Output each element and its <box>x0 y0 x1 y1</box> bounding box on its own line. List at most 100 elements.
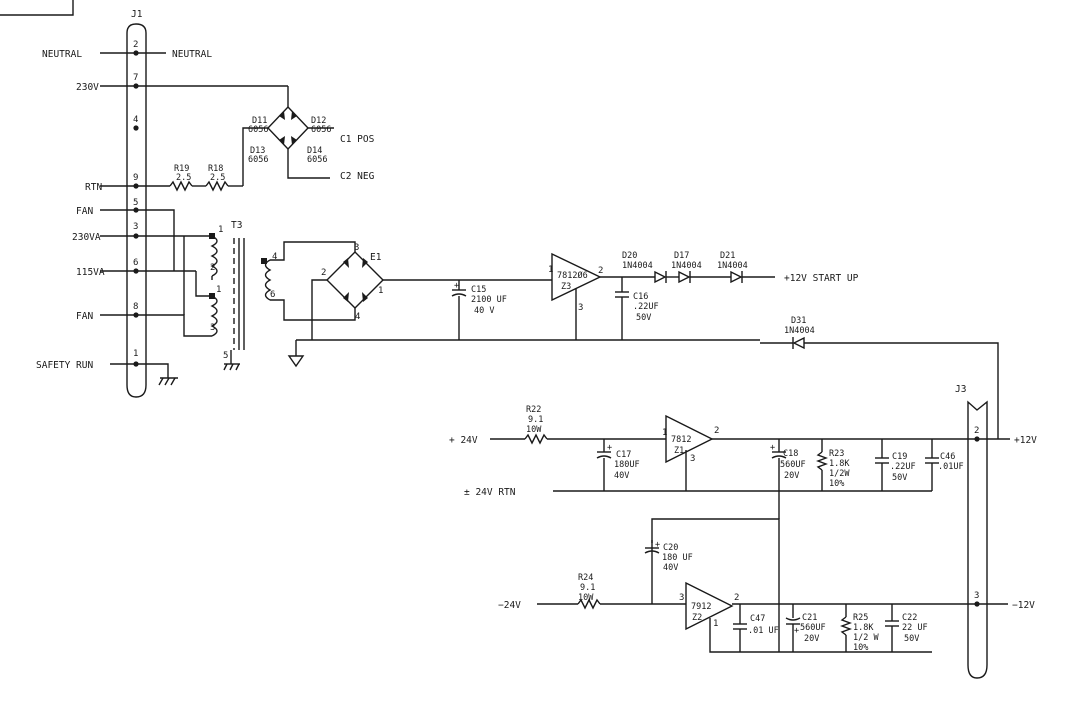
j1-pin-number: 9 <box>133 173 138 183</box>
diode-icon <box>792 336 805 350</box>
e1-label: E1 <box>370 252 382 263</box>
r23-watt: 1/2W <box>829 469 850 479</box>
signal-start-up: +12V START UP <box>784 273 859 284</box>
c22-voltage: 50V <box>904 634 919 644</box>
j1-body <box>126 23 147 398</box>
j1-pin-number: 5 <box>133 198 138 208</box>
c18-ref: C18 <box>783 449 798 459</box>
svg-text:+: + <box>770 443 775 453</box>
r19-ref: R19 <box>174 164 189 174</box>
d11-value: 6056 <box>248 125 268 135</box>
r18-ref: R18 <box>208 164 223 174</box>
r23-tolerance: 10% <box>829 479 844 489</box>
svg-text:2: 2 <box>734 593 739 603</box>
diode-icon <box>343 258 349 268</box>
resistor-icon <box>816 451 828 471</box>
diode-icon <box>362 292 368 302</box>
diode-icon <box>291 136 297 145</box>
z3-ref: Z3 <box>561 282 571 292</box>
c47-value: .01 UF <box>748 626 779 636</box>
capacitor-c16: C16 .22UF 50V <box>615 277 659 340</box>
t3-label: T3 <box>231 220 242 231</box>
svg-text:1: 1 <box>218 225 223 235</box>
z1-ref: Z1 <box>674 446 684 456</box>
svg-text:+: + <box>794 626 799 636</box>
svg-text:1: 1 <box>378 286 383 296</box>
diode-icon <box>362 258 368 268</box>
signal-safety-run: SAFETY RUN <box>36 360 93 371</box>
r25-watt: 1/2 W <box>853 633 879 643</box>
r19-value: 2.5 <box>176 173 191 183</box>
svg-text:+: + <box>655 540 660 550</box>
c19-voltage: 50V <box>892 473 907 483</box>
c19-value: .22UF <box>890 462 916 472</box>
d31-ref: D31 <box>791 316 806 326</box>
c22-value: 22 UF <box>902 623 928 633</box>
diode-d31: D31 1N4004 <box>760 316 999 439</box>
diode-icon <box>279 111 285 120</box>
d11-ref: D11 <box>252 116 267 126</box>
d17-ref: D17 <box>674 251 689 261</box>
svg-text:+: + <box>454 281 459 291</box>
svg-text:5: 5 <box>223 351 228 361</box>
title-box-corner <box>0 0 74 16</box>
secondary-coil <box>264 259 272 301</box>
bridge-d11-d14: C1 POS C2 NEG D11 6056 D12 6056 D13 6056… <box>136 85 375 186</box>
signal-fan-2: FAN <box>76 311 93 322</box>
diode-icon <box>678 270 691 284</box>
svg-text:3: 3 <box>679 593 684 603</box>
svg-text:4: 4 <box>272 252 277 262</box>
diode-icon <box>343 292 349 302</box>
z2-part: 7912 <box>691 602 711 612</box>
c16-value: .22UF <box>633 302 659 312</box>
j3-pin-number: 2 <box>974 426 979 436</box>
bridge-e1: 3 2 4 1 E1 <box>270 241 384 340</box>
svg-text:3: 3 <box>690 454 695 464</box>
r23-value: 1.8K <box>829 459 850 469</box>
svg-text:2: 2 <box>714 426 719 436</box>
resistor-icon <box>524 433 548 445</box>
diode-icon <box>291 111 297 120</box>
resistor-icon <box>205 180 229 192</box>
j1-pin-number: 8 <box>133 302 138 312</box>
c17-voltage: 40V <box>614 471 629 481</box>
c18-voltage: 20V <box>784 471 799 481</box>
d20-value: 1N4004 <box>622 261 653 271</box>
svg-text:3: 3 <box>354 243 359 253</box>
r24-watt: 10W <box>578 593 594 603</box>
r18-value: 2.5 <box>210 173 225 183</box>
c20-ref: C20 <box>663 543 678 553</box>
svg-text:3: 3 <box>578 303 583 313</box>
svg-text:1: 1 <box>713 619 718 629</box>
signal-230v: 230V <box>76 82 99 93</box>
svg-text:3: 3 <box>210 323 215 333</box>
signal-115va: 115VA <box>76 267 105 278</box>
diode-icon <box>279 136 285 145</box>
j3-label: J3 <box>955 384 966 395</box>
signal-c2-neg: C2 NEG <box>340 171 375 182</box>
signal-minus-12v-out: −12V <box>1012 600 1035 611</box>
svg-text:4: 4 <box>355 312 360 322</box>
j3-pin-number: 3 <box>974 591 979 601</box>
c17-ref: C17 <box>616 450 631 460</box>
r23-ref: R23 <box>829 449 844 459</box>
c16-ref: C16 <box>633 292 648 302</box>
diodes-d20-d17-d21: D20 1N4004 D17 1N4004 D21 1N4004 +12V ST… <box>622 251 859 284</box>
j3-body <box>967 415 988 679</box>
c21-ref: C21 <box>802 613 817 623</box>
c19-ref: C19 <box>892 452 907 462</box>
c20-voltage: 40V <box>663 563 678 573</box>
r24-ref: R24 <box>578 573 593 583</box>
primary-coil-2 <box>210 295 218 337</box>
minus12v-section: + C20 180 UF 40V −24V R24 9.1 10W 3 7912… <box>498 491 977 653</box>
c15-voltage: 40 V <box>474 306 494 316</box>
z2-ref: Z2 <box>692 613 702 623</box>
c15-ref: C15 <box>471 285 486 295</box>
resistor-icon <box>577 598 601 610</box>
r22-value: 9.1 <box>528 415 543 425</box>
diode-icon <box>730 270 743 284</box>
winding-dot-icon <box>261 258 267 264</box>
resistor-icon <box>840 616 852 636</box>
d31-value: 1N4004 <box>784 326 815 336</box>
c46-ref: C46 <box>940 452 955 462</box>
